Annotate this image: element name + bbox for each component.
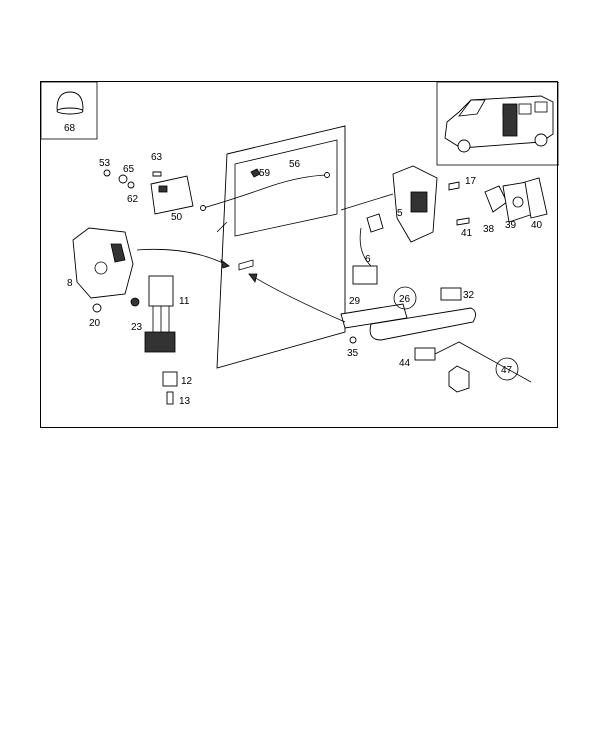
callout-35: 35 (347, 348, 359, 359)
callout-41: 41 (461, 228, 473, 239)
plug-rim-68 (56, 107, 84, 115)
outer-handle-group (340, 286, 476, 344)
callout-56: 56 (289, 159, 301, 170)
bracket-50-group (103, 169, 194, 215)
callout-59: 59 (259, 168, 271, 179)
callout-8: 8 (67, 278, 73, 289)
callout-44: 44 (399, 358, 411, 369)
callout-13: 13 (179, 396, 191, 407)
actuator-wires (152, 306, 170, 336)
cover-32 (440, 287, 462, 301)
connector-block (144, 331, 176, 353)
lock-cylinder-44 (414, 347, 436, 361)
sliding-door-panel (216, 125, 346, 369)
key-47 (448, 365, 470, 393)
van-sliding-door (502, 103, 518, 137)
callout-26: 26 (399, 294, 411, 305)
cable-56 (200, 172, 330, 211)
rear-lock-5 (392, 165, 460, 243)
callout-50: 50 (171, 212, 183, 223)
van-body (444, 95, 554, 149)
actuator-11-group (144, 275, 178, 405)
screw-17 (448, 181, 460, 191)
lock-cylinder-group (414, 341, 532, 393)
inset-part-68: 68 (41, 82, 98, 140)
lock-mechanism-8 (72, 227, 140, 313)
cable-56-end (324, 172, 330, 178)
parts-diagram-frame: 68 (40, 81, 559, 428)
callout-38: 38 (483, 224, 495, 235)
guide-parts (456, 177, 548, 226)
callout-circle-26 (393, 286, 417, 310)
van-windshield (458, 99, 486, 117)
lock-5-detail (410, 191, 428, 213)
screw-53 (103, 169, 111, 177)
inset-van (436, 82, 559, 166)
callout-47: 47 (501, 365, 513, 376)
bracket-50-slot (158, 185, 168, 193)
screw-20 (92, 303, 102, 313)
handle-26 (369, 307, 476, 341)
leader-47 (434, 341, 532, 383)
door-handle-recess (238, 259, 254, 271)
van-wheel-front (457, 139, 471, 153)
callout-17: 17 (465, 176, 477, 187)
plug-cap-68 (56, 91, 84, 112)
inset-box-left (41, 82, 98, 140)
door-window-opening (234, 139, 338, 237)
callout-23: 23 (131, 322, 143, 333)
callout-32: 32 (463, 290, 475, 301)
plate-39-hole (512, 196, 524, 208)
clip-59 (250, 168, 261, 178)
callout-53: 53 (99, 158, 111, 169)
cover-40 (524, 177, 548, 219)
callout-63: 63 (151, 152, 163, 163)
lock-latch (110, 243, 126, 263)
callout-62: 62 (127, 194, 139, 205)
door-outline (216, 125, 346, 369)
callout-20: 20 (89, 318, 101, 329)
arrow-head-1 (220, 259, 230, 269)
arrow-lock-to-door (136, 248, 230, 267)
arrow-lock5-to-door (340, 193, 394, 211)
parts-diagram: 68 (41, 82, 559, 407)
arrow-cable (216, 221, 228, 233)
callout-12: 12 (181, 376, 193, 387)
actuator-11 (148, 275, 174, 307)
cable-56-line (202, 174, 328, 209)
screw-63 (152, 171, 162, 177)
callout-68: 68 (64, 123, 76, 134)
inset-box-right (436, 82, 559, 166)
callout-5: 5 (397, 208, 403, 219)
van-window-3 (534, 101, 548, 113)
switch-bracket (366, 213, 384, 233)
screw-65 (118, 174, 128, 184)
callout-29: 29 (349, 296, 361, 307)
switch-6-group (352, 213, 384, 285)
callout-39: 39 (505, 220, 517, 231)
van-wheel-rear (534, 133, 548, 147)
callout-11: 11 (179, 296, 190, 307)
bracket-50 (150, 175, 194, 215)
lock-pivot (94, 261, 108, 275)
callout-circle-47 (495, 357, 519, 381)
callout-40: 40 (531, 220, 543, 231)
screw-41 (456, 217, 470, 226)
screw-35 (349, 336, 357, 344)
van-window-2 (518, 103, 532, 115)
connector-12 (162, 371, 178, 387)
callout-65: 65 (123, 164, 135, 175)
screw-62 (127, 181, 135, 189)
nut-23 (130, 297, 140, 307)
switch-6 (352, 265, 378, 285)
arrow-head-2 (248, 273, 258, 283)
lock-housing-8 (72, 227, 134, 299)
cable-56-start (200, 205, 206, 211)
callout-6: 6 (365, 254, 371, 265)
switch-6-cable (359, 227, 372, 267)
pin-13 (166, 391, 174, 405)
